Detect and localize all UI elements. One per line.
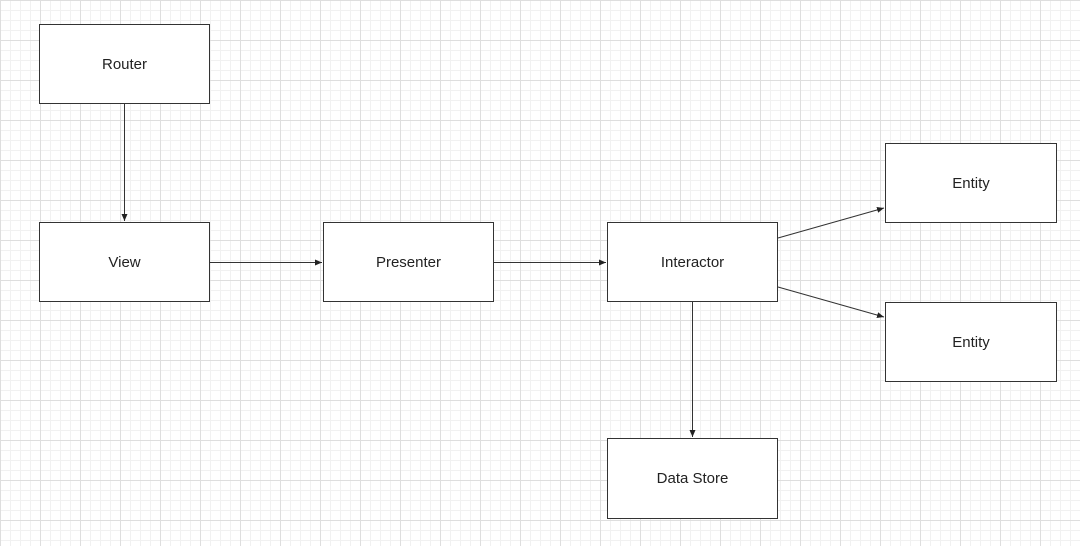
node-entity-1-label: Entity <box>952 174 990 192</box>
node-entity-2-label: Entity <box>952 333 990 351</box>
edge-interactor-to-entity-1 <box>777 207 885 239</box>
node-data-store[interactable]: Data Store <box>607 438 778 519</box>
node-router-label: Router <box>101 55 148 73</box>
node-interactor-label: Interactor <box>660 253 725 271</box>
node-router[interactable]: Router <box>39 24 210 104</box>
node-view-label: View <box>108 253 141 271</box>
node-interactor[interactable]: Interactor <box>607 222 778 302</box>
edge-interactor-to-entity-2 <box>777 286 885 318</box>
node-data-store-label: Data Store <box>656 470 729 487</box>
node-entity-2[interactable]: Entity <box>885 302 1057 382</box>
node-presenter-label: Presenter <box>375 253 442 271</box>
node-view[interactable]: View <box>39 222 210 302</box>
node-entity-1[interactable]: Entity <box>885 143 1057 223</box>
node-presenter[interactable]: Presenter <box>323 222 494 302</box>
